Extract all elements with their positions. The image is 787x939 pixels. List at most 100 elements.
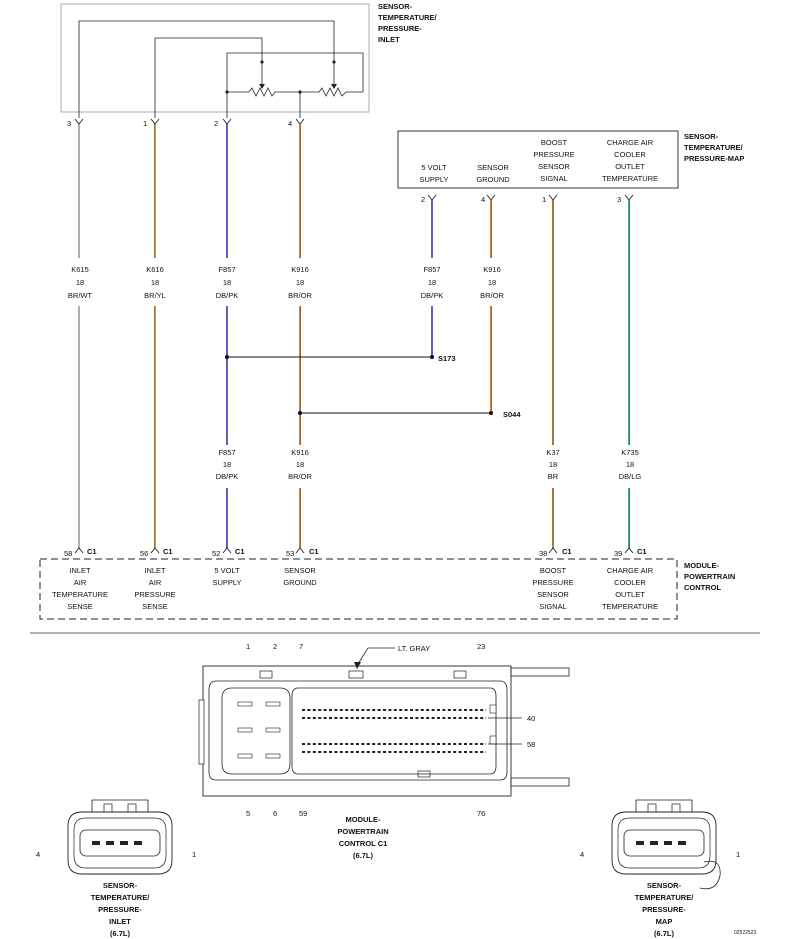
svg-text:TEMPERATURE/: TEMPERATURE/ xyxy=(635,893,695,902)
svg-text:GROUND: GROUND xyxy=(283,578,317,587)
svg-text:BR/OR: BR/OR xyxy=(288,291,312,300)
figure-id: 02522523 xyxy=(734,930,756,936)
svg-text:3: 3 xyxy=(617,195,621,204)
svg-text:2: 2 xyxy=(421,195,425,204)
svg-text:53: 53 xyxy=(286,549,294,558)
svg-text:BR/OR: BR/OR xyxy=(480,291,504,300)
pcm-pin-numbers: 58 C1 56 C1 52 C1 53 C1 38 C1 39 C1 xyxy=(64,547,647,558)
map-sensor-connector-view: 4 1 xyxy=(580,799,740,890)
svg-text:TEMPERATURE: TEMPERATURE xyxy=(602,602,658,611)
svg-text:K916: K916 xyxy=(291,448,309,457)
svg-text:MODULE-: MODULE- xyxy=(684,561,719,570)
svg-text:K616: K616 xyxy=(146,265,164,274)
svg-text:18: 18 xyxy=(626,460,634,469)
svg-text:BR/YL: BR/YL xyxy=(144,291,166,300)
svg-text:S044: S044 xyxy=(503,410,521,419)
svg-text:5 VOLT: 5 VOLT xyxy=(421,163,447,172)
inlet-sensor-title: SENSOR- TEMPERATURE/ PRESSURE- INLET xyxy=(378,2,438,44)
svg-text:(6.7L): (6.7L) xyxy=(353,851,374,860)
svg-text:INLET: INLET xyxy=(144,566,166,575)
svg-text:SENSE: SENSE xyxy=(67,602,92,611)
svg-text:BR/OR: BR/OR xyxy=(288,472,312,481)
svg-text:SUPPLY: SUPPLY xyxy=(212,578,241,587)
svg-text:F857: F857 xyxy=(218,265,235,274)
wire-labels-lower: F857 18 DB/PK K916 18 BR/OR K37 18 BR K7… xyxy=(216,448,642,481)
svg-text:52: 52 xyxy=(212,549,220,558)
svg-text:C1: C1 xyxy=(309,547,319,556)
svg-text:18: 18 xyxy=(223,460,231,469)
svg-text:INLET: INLET xyxy=(69,566,91,575)
svg-text:39: 39 xyxy=(614,549,622,558)
svg-text:DB/PK: DB/PK xyxy=(216,472,239,481)
wire-k735 xyxy=(628,200,630,548)
svg-text:BR: BR xyxy=(548,472,559,481)
svg-text:S173: S173 xyxy=(438,354,456,363)
svg-text:MAP: MAP xyxy=(656,917,673,926)
svg-text:PRESSURE-MAP: PRESSURE-MAP xyxy=(684,154,744,163)
svg-text:5 VOLT: 5 VOLT xyxy=(214,566,240,575)
svg-text:38: 38 xyxy=(539,549,547,558)
svg-text:PRESSURE-: PRESSURE- xyxy=(98,905,142,914)
inlet-pin-markers: 3 1 2 4 xyxy=(67,118,305,128)
svg-text:BOOST: BOOST xyxy=(541,138,568,147)
wire-labels-upper: K615 18 BR/WT K616 18 BR/YL F857 18 DB/P… xyxy=(68,265,505,300)
pcm-connector-title: MODULE- POWERTRAIN CONTROL C1 (6.7L) xyxy=(337,815,388,860)
svg-text:18: 18 xyxy=(296,278,304,287)
pcm-title: MODULE- POWERTRAIN CONTROL xyxy=(684,561,735,592)
svg-text:PRESSURE: PRESSURE xyxy=(533,150,574,159)
svg-text:C1: C1 xyxy=(637,547,647,556)
svg-text:F857: F857 xyxy=(218,448,235,457)
svg-text:F857: F857 xyxy=(423,265,440,274)
svg-text:56: 56 xyxy=(140,549,148,558)
svg-text:PRESSURE: PRESSURE xyxy=(532,578,573,587)
svg-text:18: 18 xyxy=(488,278,496,287)
svg-text:C1: C1 xyxy=(163,547,173,556)
svg-text:18: 18 xyxy=(151,278,159,287)
svg-text:SIGNAL: SIGNAL xyxy=(539,602,567,611)
pcm-connector-labels: 1 2 7 23 5 6 59 76 40 58 LT. GRAY xyxy=(246,642,535,818)
svg-text:(6.7L): (6.7L) xyxy=(110,929,131,938)
svg-text:SIGNAL: SIGNAL xyxy=(540,174,568,183)
svg-text:TEMPERATURE: TEMPERATURE xyxy=(602,174,658,183)
svg-text:AIR: AIR xyxy=(74,578,87,587)
svg-text:TEMPERATURE/: TEMPERATURE/ xyxy=(378,13,438,22)
svg-text:2: 2 xyxy=(214,119,218,128)
svg-text:3: 3 xyxy=(67,119,71,128)
svg-text:SENSOR: SENSOR xyxy=(537,590,569,599)
svg-text:POWERTRAIN: POWERTRAIN xyxy=(684,572,735,581)
svg-text:AIR: AIR xyxy=(149,578,162,587)
svg-text:COOLER: COOLER xyxy=(614,578,646,587)
svg-text:C1: C1 xyxy=(235,547,245,556)
svg-text:1: 1 xyxy=(542,195,546,204)
svg-text:CHARGE AIR: CHARGE AIR xyxy=(607,566,654,575)
svg-text:TEMPERATURE: TEMPERATURE xyxy=(52,590,108,599)
svg-text:COOLER: COOLER xyxy=(614,150,646,159)
splice-s173: S173 xyxy=(225,354,456,363)
svg-text:OUTLET: OUTLET xyxy=(615,162,645,171)
svg-text:C1: C1 xyxy=(87,547,97,556)
svg-text:SENSOR-: SENSOR- xyxy=(647,881,682,890)
svg-text:2: 2 xyxy=(273,642,277,651)
map-connector-title: SENSOR- TEMPERATURE/ PRESSURE- MAP (6.7L… xyxy=(635,881,695,938)
svg-text:18: 18 xyxy=(76,278,84,287)
svg-text:PRESSURE: PRESSURE xyxy=(134,590,175,599)
inlet-sensor-internal xyxy=(60,3,370,118)
svg-text:CONTROL C1: CONTROL C1 xyxy=(339,839,388,848)
svg-text:4: 4 xyxy=(36,850,40,859)
svg-text:DB/PK: DB/PK xyxy=(216,291,239,300)
svg-text:5: 5 xyxy=(246,809,250,818)
svg-text:18: 18 xyxy=(223,278,231,287)
svg-text:4: 4 xyxy=(288,119,292,128)
svg-text:1: 1 xyxy=(143,119,147,128)
map-sensor-title: SENSOR- TEMPERATURE/ PRESSURE-MAP xyxy=(684,132,744,163)
map-sensor-box: 5 VOLT SUPPLY SENSOR GROUND BOOST PRESSU… xyxy=(397,130,679,189)
svg-text:OUTLET: OUTLET xyxy=(615,590,645,599)
inlet-sensor-connector-view: 4 1 xyxy=(36,799,196,875)
svg-text:K916: K916 xyxy=(483,265,501,274)
svg-text:SENSOR: SENSOR xyxy=(284,566,316,575)
svg-text:6: 6 xyxy=(273,809,277,818)
svg-text:BR/WT: BR/WT xyxy=(68,291,93,300)
svg-text:1: 1 xyxy=(736,850,740,859)
svg-text:CONTROL: CONTROL xyxy=(684,583,721,592)
